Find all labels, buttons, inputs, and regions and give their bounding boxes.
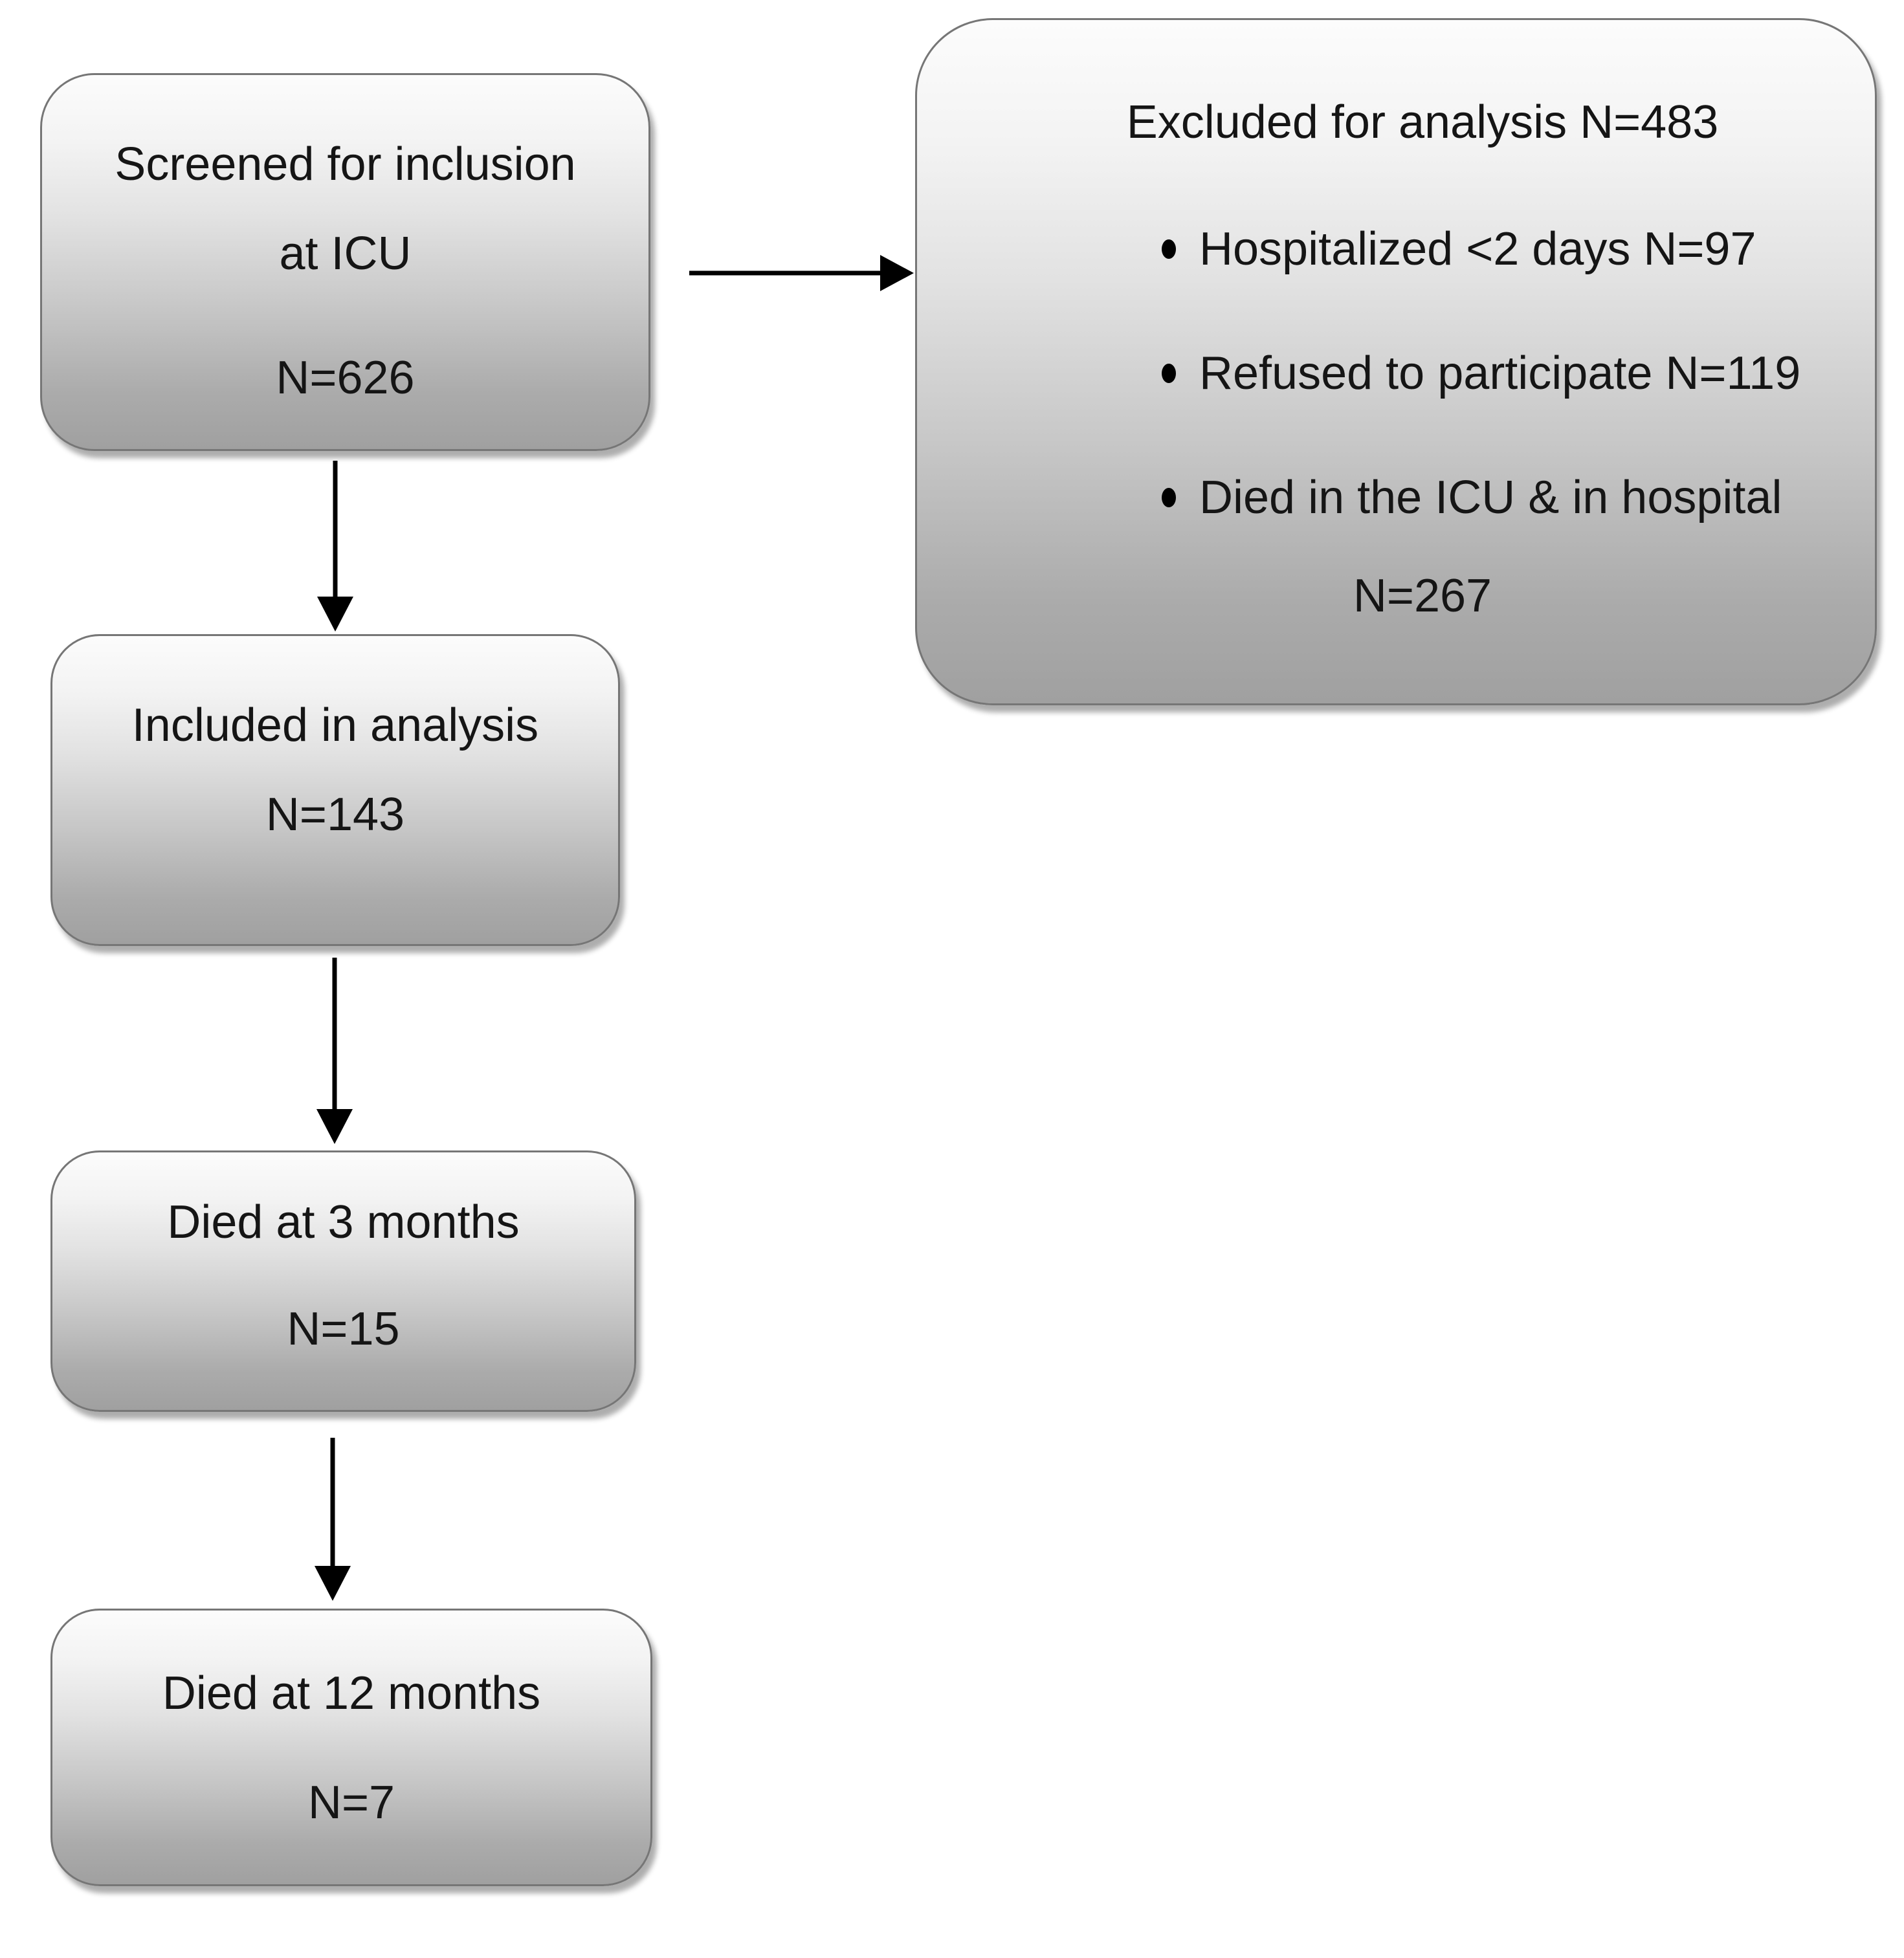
box-title: Included in analysis xyxy=(131,699,539,751)
box-title: Died at 12 months xyxy=(162,1667,541,1719)
exclusion-reason: Refused to participate N=119 xyxy=(1199,347,1801,399)
bullet-icon xyxy=(1162,239,1176,259)
arrow-included-to-died3m xyxy=(316,958,353,1144)
list-item: Died in the ICU & in hospital xyxy=(1162,473,1871,522)
exclusion-reason: Hospitalized <2 days N=97 xyxy=(1199,223,1756,275)
list-item: Refused to participate N=119 xyxy=(1162,349,1871,398)
count-label: N=15 xyxy=(287,1303,400,1355)
box-title: Excluded for analysis N=483 xyxy=(1126,96,1719,148)
exclusion-reason: Died in the ICU & in hospital xyxy=(1199,472,1782,523)
box-excluded-for-analysis: Excluded for analysis N=483 Hospitalized… xyxy=(915,18,1877,705)
count-label: N=7 xyxy=(307,1777,395,1829)
box-title: Screened for inclusion xyxy=(115,138,576,190)
box-title: Died at 3 months xyxy=(167,1196,520,1248)
box-screened-for-inclusion: Screened for inclusion at ICU N=626 xyxy=(40,73,650,451)
box-included-in-analysis: Included in analysis N=143 xyxy=(50,634,620,946)
list-item: Hospitalized <2 days N=97 xyxy=(1162,225,1871,274)
box-title-line2: at ICU xyxy=(279,228,412,280)
box-died-at-3-months: Died at 3 months N=15 xyxy=(50,1150,636,1412)
bullet-icon xyxy=(1162,364,1176,383)
arrow-screened-to-excluded xyxy=(689,255,914,291)
count-label: N=143 xyxy=(265,789,405,841)
box-died-at-12-months: Died at 12 months N=7 xyxy=(50,1609,652,1886)
exclusion-reason-list: Hospitalized <2 days N=97 Refused to par… xyxy=(1162,225,1871,522)
bullet-icon xyxy=(1162,488,1176,507)
count-label: N=626 xyxy=(276,352,415,404)
count-label: N=267 xyxy=(1353,570,1492,622)
arrow-screened-to-included xyxy=(317,461,353,632)
arrow-died3m-to-died12m xyxy=(315,1438,351,1601)
